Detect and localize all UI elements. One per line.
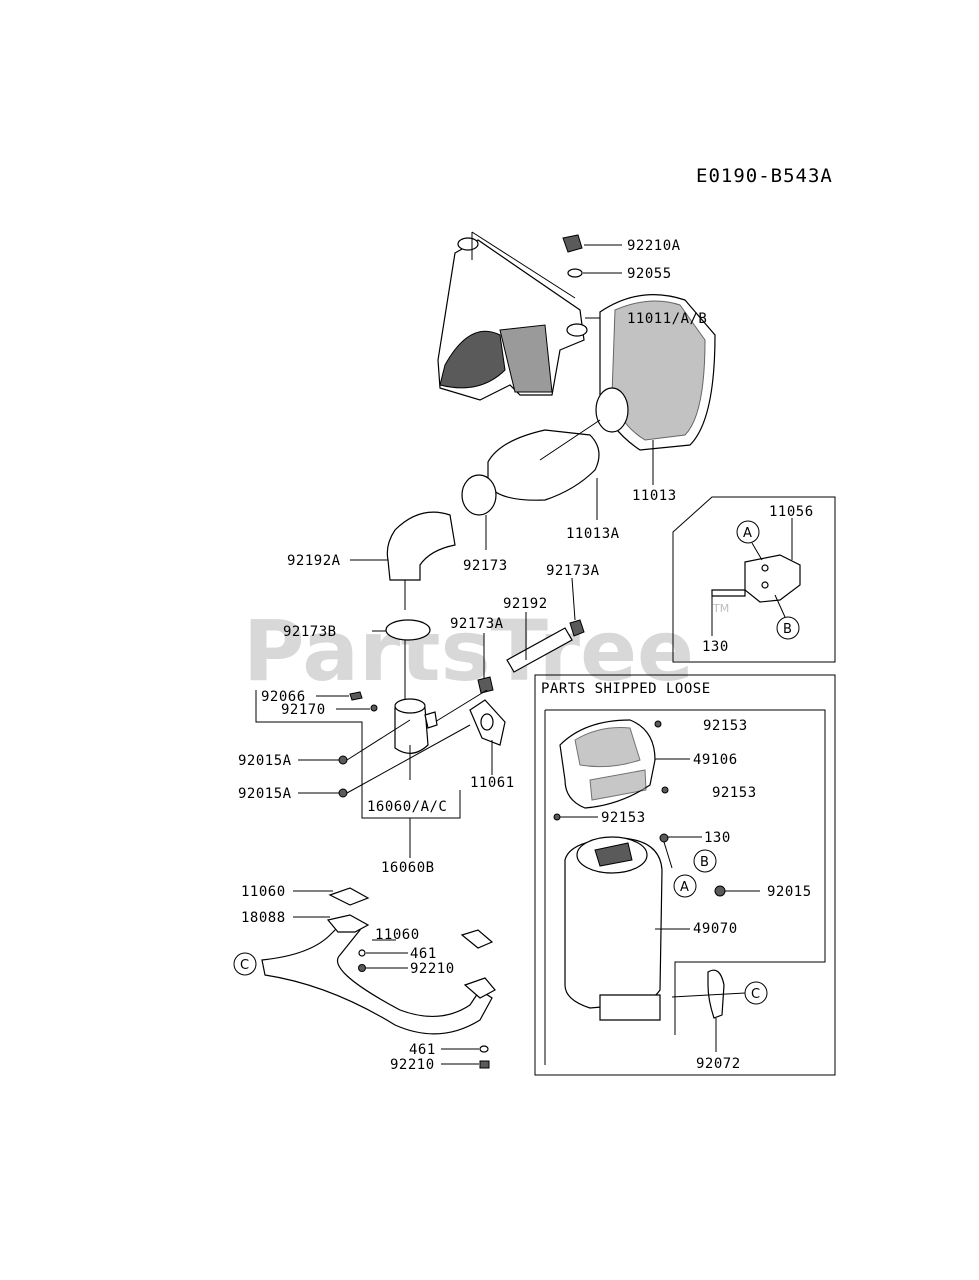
pre-cleaner [487, 429, 600, 501]
callout-c-left [233, 952, 257, 976]
label-49106: 49106 [693, 752, 738, 768]
label-92153-1: 92153 [703, 718, 748, 734]
watermark: PartsTree [243, 602, 694, 700]
label-130-loose: 130 [704, 830, 731, 846]
label-461-lower: 461 [409, 1042, 436, 1058]
knob-92210a [562, 234, 583, 253]
label-11013a: 11013A [566, 526, 620, 542]
label-130-inset: 130 [702, 639, 729, 655]
svg-text:A: A [743, 526, 752, 541]
clamp-92173a-upper [569, 619, 585, 637]
nut-92015a-2 [338, 788, 348, 798]
label-92153-3: 92153 [601, 810, 646, 826]
callout-b-loose [693, 849, 717, 873]
label-16060b: 16060B [381, 860, 435, 876]
loose-parts-box [534, 674, 836, 1076]
callout-b-inset [776, 616, 800, 640]
nut-92210-lower [479, 1060, 490, 1069]
label-92210a: 92210A [627, 238, 681, 254]
nut-92210 [358, 964, 366, 972]
air-filter-element [595, 294, 716, 451]
clamp-92173b [385, 619, 431, 641]
callout-a-loose [673, 874, 697, 898]
label-92072: 92072 [696, 1056, 741, 1072]
label-49070: 49070 [693, 921, 738, 937]
label-92173a-top: 92173A [546, 563, 600, 579]
gasket-11060-upper [328, 887, 370, 906]
label-92192a: 92192A [287, 553, 341, 569]
nut-92015 [714, 885, 726, 897]
label-92210-upper: 92210 [410, 961, 455, 977]
svg-text:A: A [680, 880, 689, 895]
label-11011: 11011/A/B [627, 311, 707, 327]
svg-text:C: C [240, 958, 249, 973]
label-92066: 92066 [261, 689, 306, 705]
label-92173a-mid: 92173A [450, 616, 504, 632]
washer-92055 [567, 268, 583, 278]
washer-92170 [370, 704, 378, 712]
screw-92066 [349, 691, 363, 701]
air-cleaner-cover [437, 231, 588, 401]
label-92210-lower: 92210 [390, 1057, 435, 1073]
diagram-code: E0190-B543A [696, 165, 833, 187]
inset-box [672, 496, 836, 663]
svg-text:C: C [751, 987, 760, 1002]
label-92015a-1: 92015A [238, 753, 292, 769]
muffler-cover [559, 719, 656, 809]
label-92015a-2: 92015A [238, 786, 292, 802]
label-92192: 92192 [503, 596, 548, 612]
label-11056: 11056 [769, 504, 814, 520]
label-16060: 16060/A/C [367, 799, 447, 815]
label-92015: 92015 [767, 884, 812, 900]
label-92170: 92170 [281, 702, 326, 718]
callout-a-inset [736, 520, 760, 544]
bracket-11056 [744, 554, 801, 603]
nut-92015a-1 [338, 755, 348, 765]
elbow-hose [386, 511, 456, 581]
label-461-upper: 461 [410, 946, 437, 962]
washer-461 [358, 949, 366, 957]
breather-hose [506, 627, 573, 673]
exhaust-pipe [261, 914, 496, 1035]
clamp-92173 [461, 474, 497, 516]
label-18088: 18088 [241, 910, 286, 926]
label-11060-lower: 11060 [375, 927, 420, 943]
svg-text:B: B [700, 855, 709, 870]
svg-text:B: B [783, 622, 792, 637]
label-11013: 11013 [632, 488, 677, 504]
label-11061: 11061 [470, 775, 515, 791]
label-92173b: 92173B [283, 624, 337, 640]
washer-461-lower [479, 1045, 489, 1053]
intake-housing [394, 698, 438, 754]
callout-c-loose [744, 981, 768, 1005]
label-92173: 92173 [463, 558, 508, 574]
loose-box-title: PARTS SHIPPED LOOSE [541, 681, 711, 697]
label-11060-upper: 11060 [241, 884, 286, 900]
muffler [564, 836, 663, 1021]
watermark-tm: TM [712, 602, 729, 615]
clamp-92173a-lower [477, 676, 494, 694]
bolt-130 [659, 833, 669, 843]
label-92153-2: 92153 [712, 785, 757, 801]
label-92055: 92055 [627, 266, 672, 282]
